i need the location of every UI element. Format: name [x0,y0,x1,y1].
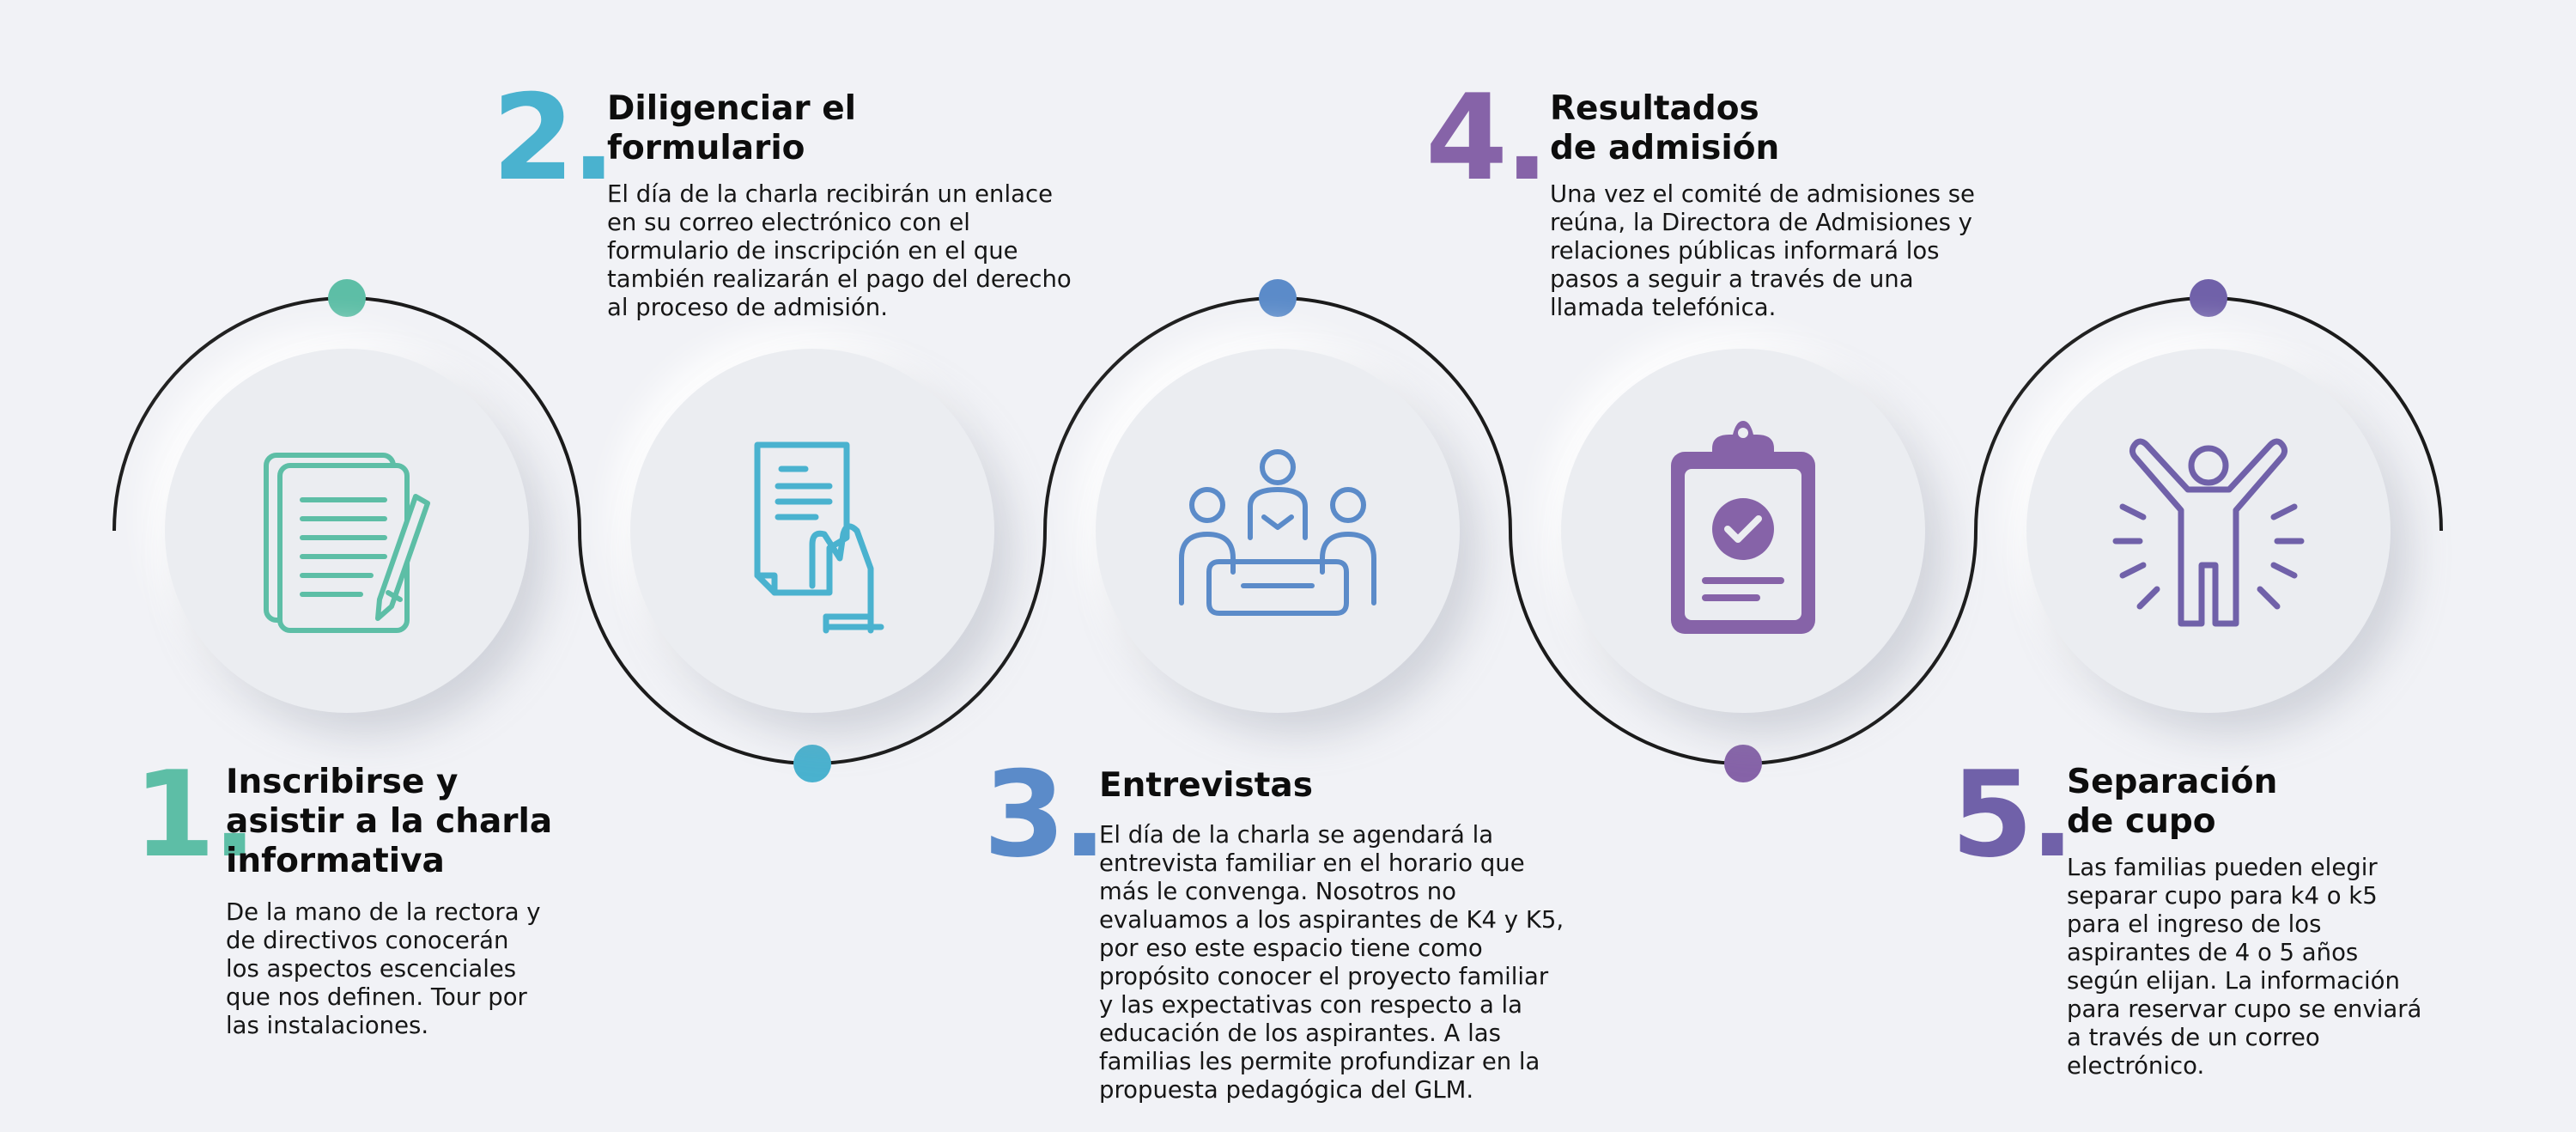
step-5-title: Separación de cupo [2067,763,2278,841]
step-3-disc [1096,349,1460,713]
step-4-description: Una vez el comité de admisiones se reúna… [1550,180,1975,321]
marker-dot-5 [2190,279,2227,317]
clipboard-check-icon [1623,411,1863,651]
step-2-disc [630,349,994,713]
step-1-title: Inscribirse y asistir a la charla inform… [226,763,553,880]
step-3-description: El día de la charla se agendará la entre… [1099,821,1564,1104]
step-4-title: Resultados de admisión [1550,89,1780,167]
step-5-description: Las familias pueden elegir separar cupo … [2067,854,2422,1080]
interview-meeting-icon [1157,411,1398,651]
marker-dot-4 [1724,745,1762,782]
step-2-number: 2. [492,69,616,207]
step-1-number: 1. [133,746,257,884]
celebrating-person-icon [2088,411,2329,651]
step-4-number: 4. [1425,69,1549,207]
documents-pen-icon [227,411,467,651]
marker-dot-3 [1259,279,1297,317]
step-5-disc [2026,349,2391,713]
step-2-title: Diligenciar el formulario [607,89,857,167]
step-5-number: 5. [1951,746,2075,884]
marker-dot-1 [328,279,366,317]
step-1-description: De la mano de la rectora y de directivos… [226,898,541,1039]
step-3-number: 3. [983,746,1107,884]
hand-holding-form-icon [692,411,933,651]
step-2-description: El día de la charla recibirán un enlace … [607,180,1072,321]
marker-dot-2 [793,745,831,782]
step-3-title: Entrevistas [1099,766,1313,805]
